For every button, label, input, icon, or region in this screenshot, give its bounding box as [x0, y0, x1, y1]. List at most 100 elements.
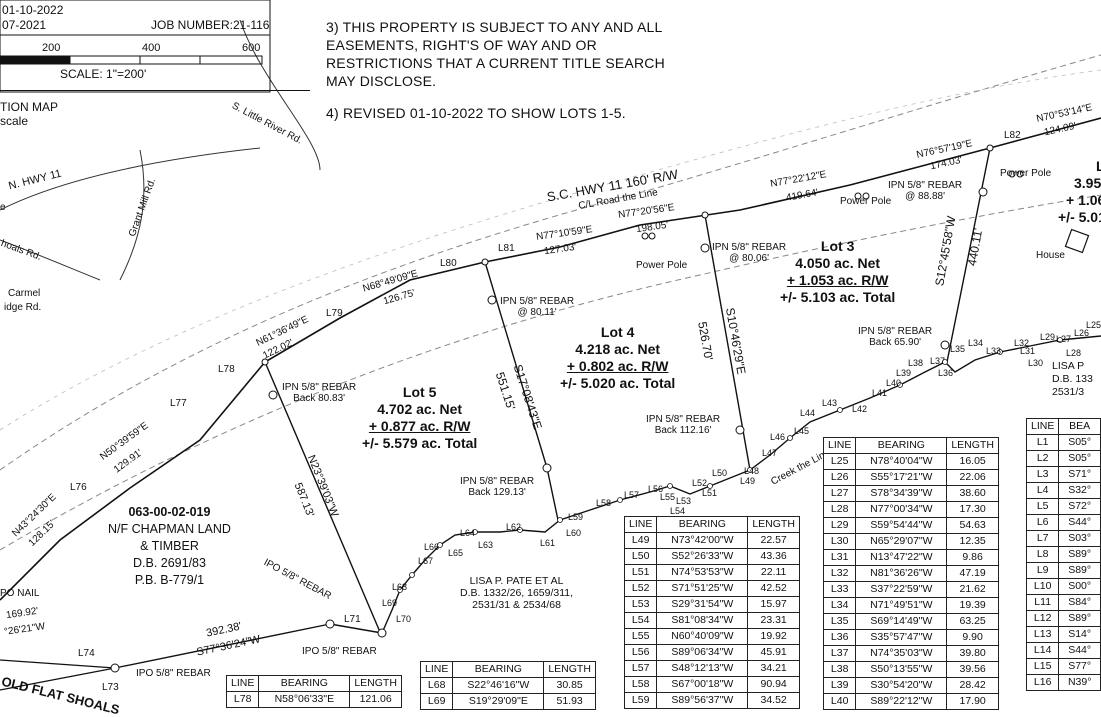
- creek-segment-label: L57: [624, 490, 640, 500]
- creek-segment-label: L52: [692, 478, 708, 488]
- monument-3: IPN 5/8" REBAR@ 80.11': [500, 296, 574, 318]
- bearing-cell: S14°: [1058, 626, 1101, 643]
- line-cell: L59: [623, 692, 658, 709]
- creek-segment-label: L69: [382, 598, 398, 608]
- bearing-cell: N39°: [1058, 674, 1101, 691]
- creek-segment-label: L49: [740, 476, 756, 486]
- bearing-cell: S89°56'37"W: [656, 692, 749, 709]
- lot-4-block: Lot 4 4.218 ac. Net + 0.802 ac. R/W +/- …: [560, 324, 675, 392]
- scale-bar-fill: [0, 56, 70, 64]
- power-pole-icons: [641, 170, 1024, 240]
- lot-line-l71: [329, 623, 383, 634]
- creek-segment-label: L46: [770, 432, 786, 442]
- lot-2-rw: + 1.06: [1066, 192, 1101, 208]
- owner-chapman: 063-00-02-019 N/F CHAPMAN LAND & TIMBER …: [108, 504, 231, 589]
- line-cell: L68: [419, 677, 454, 694]
- creek-line: [381, 335, 1101, 634]
- length-cell: 22.57: [747, 532, 800, 549]
- line-cell: L52: [623, 580, 658, 597]
- length-cell: 21.62: [946, 581, 999, 598]
- line-cell: L30: [822, 533, 857, 550]
- creek-segment-label: L40: [886, 378, 902, 388]
- bearing-cell: S71°: [1058, 466, 1101, 483]
- scale-tick-600: 600: [242, 42, 261, 54]
- line-cell: L69: [419, 693, 454, 710]
- monument-9: IPO 5/8" REBAR: [302, 646, 377, 657]
- length-cell: 121.06: [349, 691, 402, 708]
- bearing-cell: S84°: [1058, 594, 1101, 611]
- note-3-line2: EASEMENTS, RIGHT'S OF WAY AND OR: [326, 37, 597, 53]
- monument-1-type: IPN 5/8" REBAR: [888, 180, 963, 191]
- length-cell: 42.52: [747, 580, 800, 597]
- bearing-cell: S89°: [1058, 610, 1101, 627]
- creek-segment-label: L61: [540, 538, 556, 548]
- owner-chapman-db: D.B. 2691/83: [132, 556, 206, 570]
- call-l78: L78: [218, 364, 235, 375]
- call-l73: L73: [102, 682, 119, 693]
- length-cell: 43.36: [747, 548, 800, 565]
- col-line: LINE: [1025, 418, 1060, 435]
- lot-4-rw: + 0.802 ac. R/W: [566, 358, 669, 374]
- length-cell: 15.97: [747, 596, 800, 613]
- monument-1: IPN 5/8" REBAR@ 88.88': [888, 180, 962, 202]
- line-cell: L25: [822, 453, 857, 470]
- length-cell: 23.31: [747, 612, 800, 629]
- col-line: LINE: [623, 516, 658, 533]
- line-cell: L14: [1025, 642, 1060, 659]
- lot-3-rw: + 1.053 ac. R/W: [786, 272, 889, 288]
- date-2: 07-2021: [2, 18, 47, 32]
- owner-pate-name: LISA P. PATE ET AL: [469, 575, 564, 587]
- length-cell: 17.90: [946, 693, 999, 710]
- monument-3-dist: @ 80.11': [517, 307, 557, 318]
- creek-segment-label: L36: [938, 368, 954, 378]
- line-cell: L40: [822, 693, 857, 710]
- owner-chapman-name: N/F CHAPMAN LAND: [108, 522, 231, 536]
- lot-3-name: Lot 3: [820, 238, 855, 254]
- bearing-cell: S71°51'25"W: [656, 580, 749, 597]
- line-cell: L15: [1025, 658, 1060, 675]
- power-pole-1: Power Pole: [636, 260, 688, 271]
- monument-6-dist: Back 112.16': [654, 425, 712, 436]
- bearing-cell: S69°14'49"W: [855, 613, 948, 630]
- line-cell: L10: [1025, 578, 1060, 595]
- creek-segment-label: L63: [478, 540, 494, 550]
- creek-segment-label: L58: [596, 498, 612, 508]
- col-length: LENGTH: [946, 437, 999, 454]
- date-1: 01-10-2022: [2, 3, 64, 17]
- row-line-north: [0, 54, 1101, 471]
- monument-2-type: IPN 5/8" REBAR: [712, 242, 787, 253]
- bearing-cell: S89°: [1058, 562, 1101, 579]
- col-length: LENGTH: [349, 675, 402, 692]
- lot-line-s17: [484, 261, 548, 469]
- bearing-cell: S44°: [1058, 642, 1101, 659]
- creek-segment-label: L28: [1066, 348, 1082, 358]
- map-road-hwy: [0, 147, 261, 211]
- line-cell: L1: [1025, 434, 1060, 451]
- line-cell: L34: [822, 597, 857, 614]
- lot-4-net: 4.218 ac. Net: [575, 341, 661, 357]
- road-centerline: [0, 117, 1101, 601]
- creek-segment-label: L26: [1074, 328, 1090, 338]
- monument-7-type: IPN 5/8" REBAR: [460, 476, 535, 487]
- lot-5-net: 4.702 ac. Net: [377, 401, 463, 417]
- bearing-cell: N77°00'34"W: [855, 501, 948, 518]
- bearing-cell: S89°22'12"W: [855, 693, 948, 710]
